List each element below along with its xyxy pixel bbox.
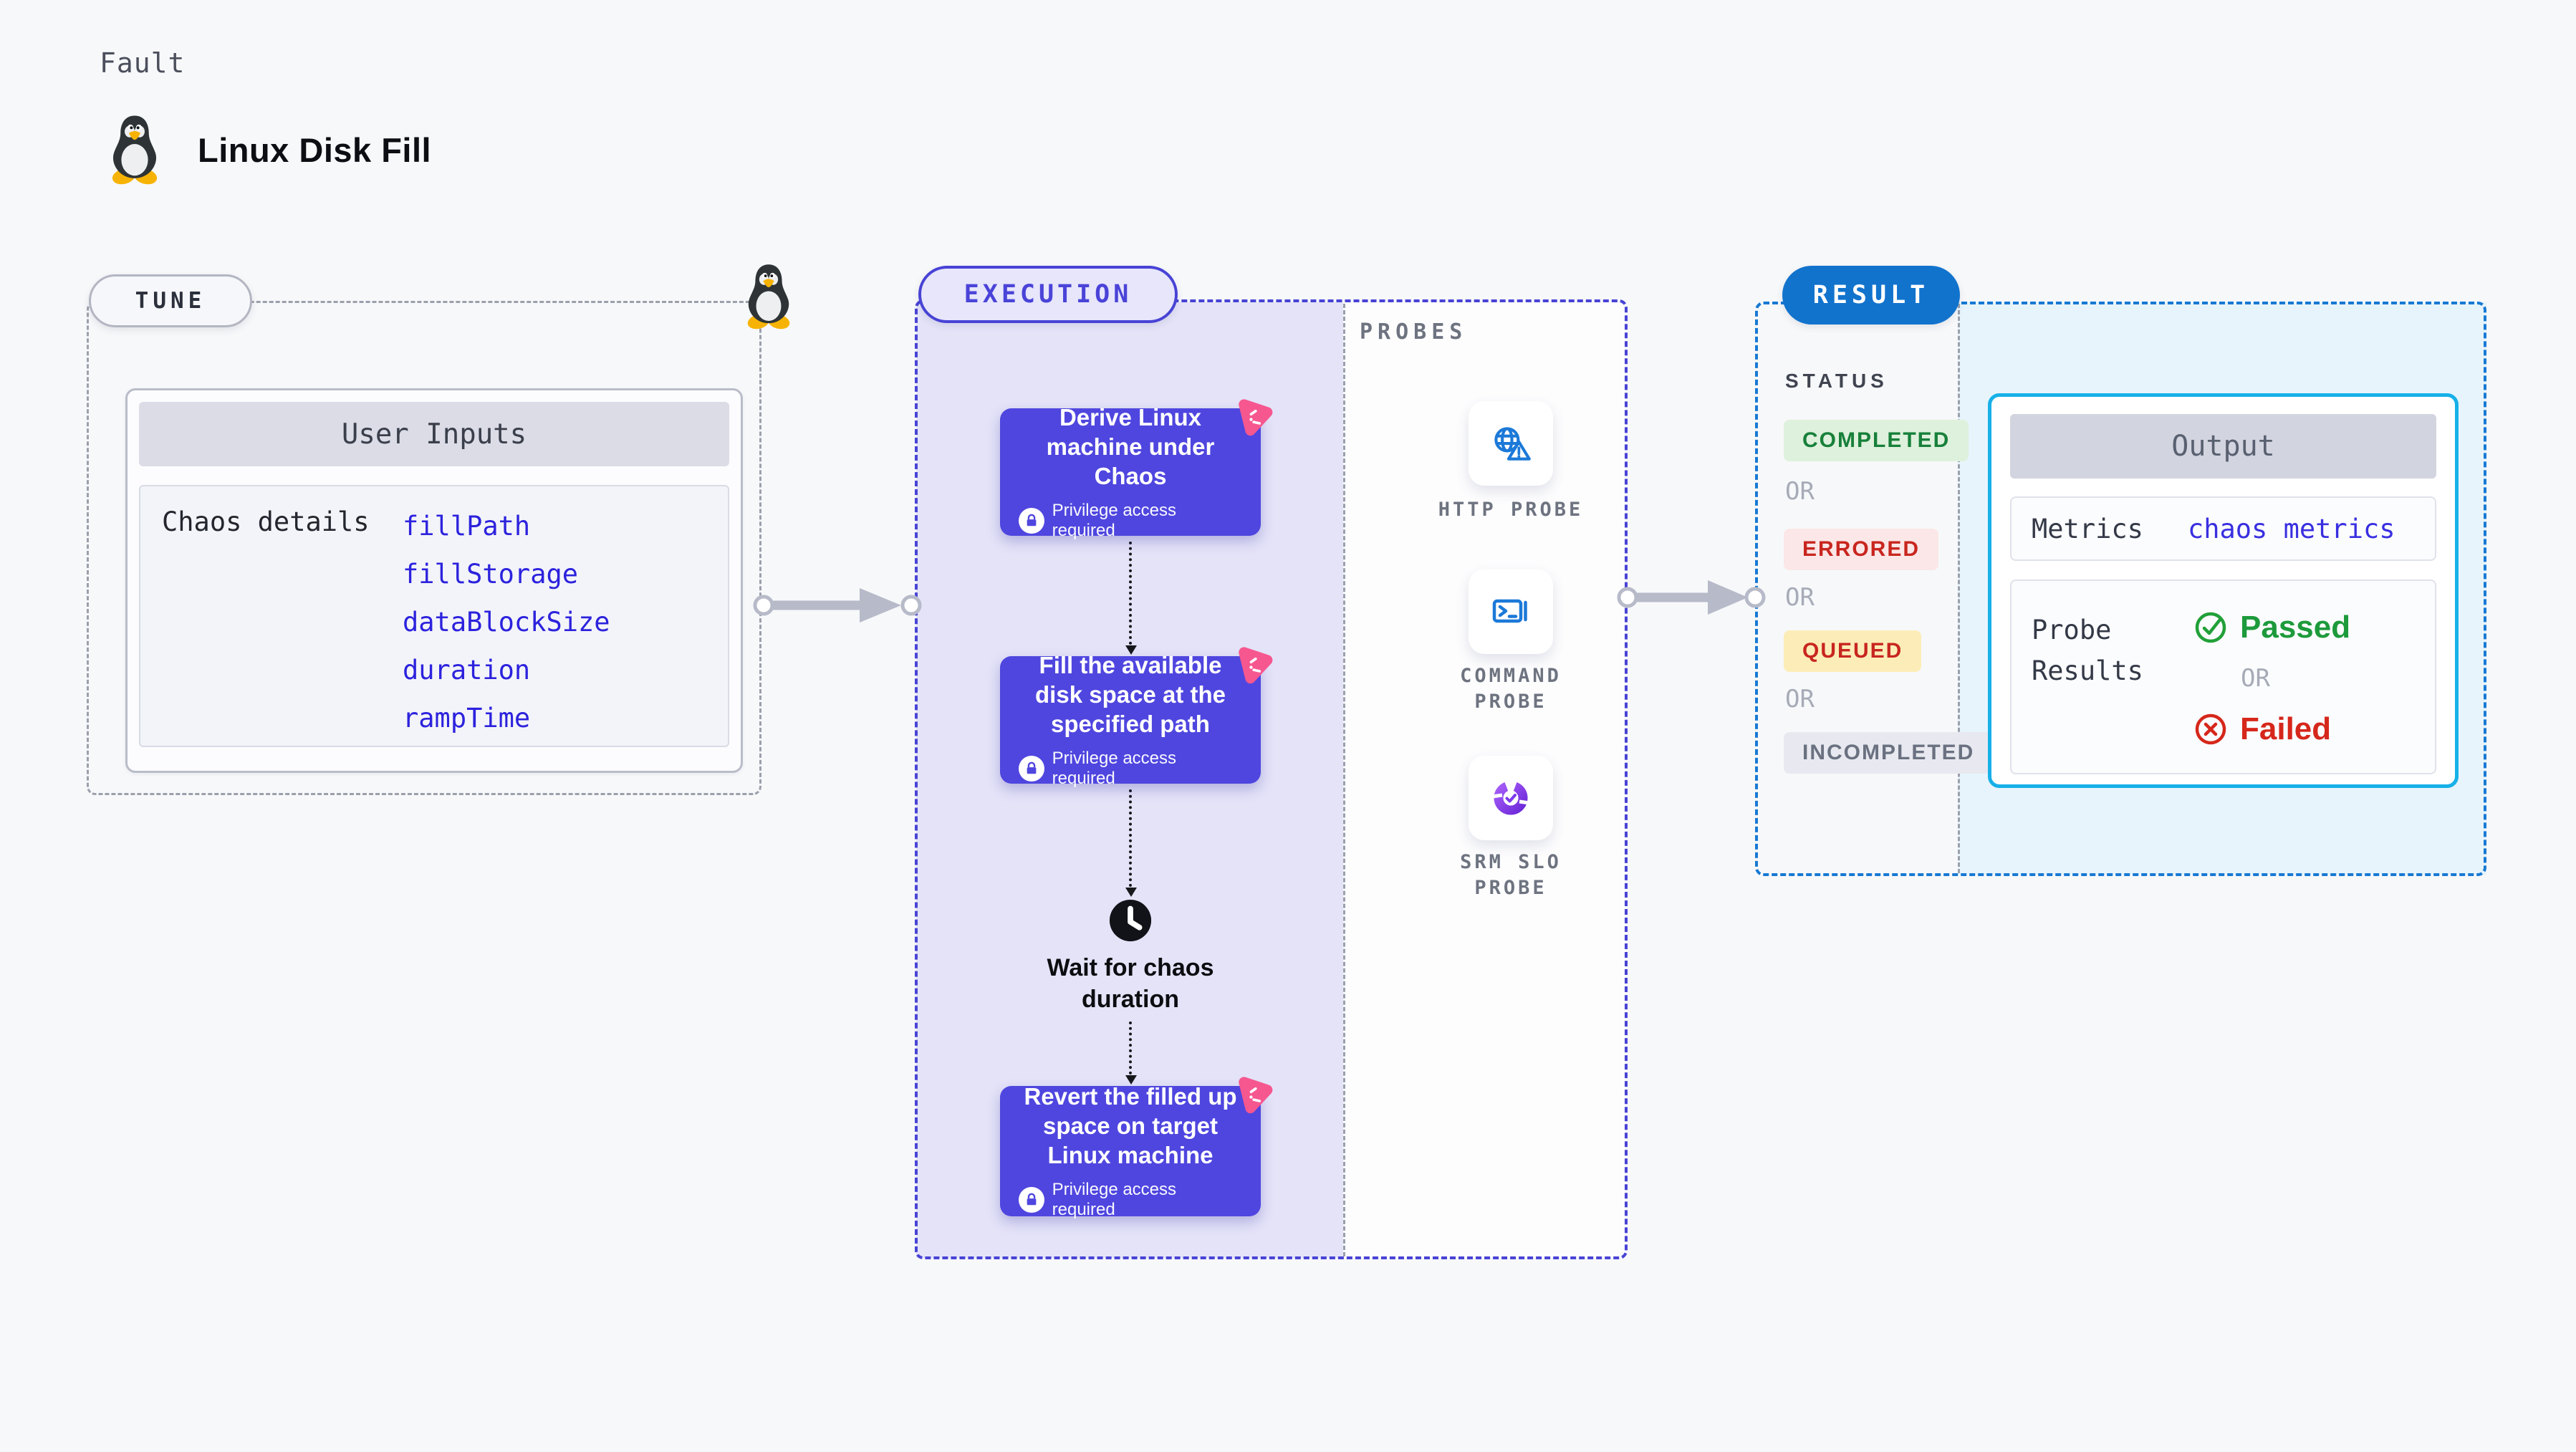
tux-penguin-icon (110, 115, 159, 185)
output-or-separator: OR (2241, 664, 2270, 693)
metrics-row: Metrics chaos metrics (2010, 496, 2436, 561)
result-badge: RESULT (1782, 266, 1960, 324)
fault-kicker: Fault (100, 47, 186, 79)
slo-donut-icon (1491, 779, 1530, 815)
step-derive-machine: Derive Linux machine under Chaos Privile… (1000, 408, 1261, 540)
check-circle-icon (2195, 612, 2226, 643)
failed-row: Failed (2193, 711, 2350, 747)
chaos-fault-icon (1234, 643, 1275, 685)
tune-badge: TUNE (89, 274, 252, 327)
lock-icon (1019, 507, 1044, 534)
step-fill-disk: Fill the available disk space at the spe… (1000, 656, 1261, 788)
command-probe-label: COMMAND PROBE (1460, 665, 1562, 713)
status-or-separator: OR (1785, 685, 1815, 713)
flow-connector (1125, 1021, 1137, 1085)
privilege-note: Privilege access required (1019, 749, 1242, 789)
status-badge-queued: QUEUED (1784, 630, 1922, 672)
tune-to-execution-arrow (753, 588, 922, 622)
probe-results-values: Passed OR Failed (2193, 610, 2350, 773)
terminal-icon (1492, 599, 1527, 623)
status-badge-incompleted: INCOMPLETED (1784, 732, 1994, 774)
user-inputs-card: User Inputs Chaos details fillPath fillS… (125, 388, 743, 773)
http-probe-label: HTTP PROBE (1438, 499, 1584, 521)
x-circle-icon (2195, 713, 2226, 745)
step-title: Fill the available disk space at the spe… (1035, 652, 1226, 737)
probes-label: PROBES (1360, 319, 1468, 345)
srm-slo-probe-card (1469, 756, 1553, 840)
execution-probes-divider (1343, 304, 1345, 1256)
passed-row: Passed (2193, 610, 2350, 645)
user-inputs-header: User Inputs (139, 402, 729, 466)
lock-icon (1019, 755, 1044, 782)
probes-to-result-arrow (1617, 580, 1766, 615)
tune-section (87, 301, 761, 795)
status-badge-completed: COMPLETED (1784, 420, 1969, 461)
input-link-datablocksize[interactable]: dataBlockSize (403, 607, 610, 638)
execution-badge: EXECUTION (918, 266, 1178, 323)
page-title: Linux Disk Fill (198, 131, 432, 169)
chaos-details-label: Chaos details (162, 506, 370, 537)
chaos-fault-icon (1234, 395, 1275, 437)
chaos-metrics-link[interactable]: chaos metrics (2187, 513, 2395, 544)
user-inputs-body: Chaos details fillPath fillStorage dataB… (139, 485, 729, 747)
passed-label: Passed (2240, 610, 2351, 645)
failed-label: Failed (2240, 711, 2332, 746)
chaos-input-links: fillPath fillStorage dataBlockSize durat… (403, 502, 610, 742)
probe-results-label: Probe Results (2032, 615, 2143, 687)
step-revert-space: Revert the filled up space on target Lin… (1000, 1086, 1261, 1219)
output-header: Output (2010, 414, 2436, 479)
status-output-divider (1958, 304, 1960, 873)
chaos-fault-icon (1234, 1073, 1275, 1115)
wait-duration-label: Wait for chaos duration (1047, 954, 1214, 1013)
status-or-separator: OR (1785, 583, 1815, 612)
input-link-ramptime[interactable]: rampTime (403, 703, 531, 734)
execution-section (915, 299, 1628, 1259)
clock-icon (1109, 899, 1152, 942)
privilege-note-text: Privilege access required (1052, 748, 1177, 788)
input-link-duration[interactable]: duration (403, 655, 531, 686)
privilege-note: Privilege access required (1019, 1180, 1242, 1220)
privilege-note-text: Privilege access required (1052, 1179, 1177, 1219)
input-link-fillstorage[interactable]: fillStorage (403, 559, 579, 590)
probe-results-row: Probe Results Passed OR Failed (2010, 580, 2436, 774)
status-badge-errored: ERRORED (1784, 529, 1939, 570)
globe-alert-icon (1494, 427, 1531, 461)
privilege-note: Privilege access required (1019, 501, 1242, 541)
metrics-label: Metrics (2032, 513, 2143, 544)
flow-connector (1125, 789, 1137, 897)
srm-slo-probe-label: SRM SLO PROBE (1460, 851, 1562, 900)
step-title: Revert the filled up space on target Lin… (1024, 1083, 1237, 1168)
input-link-fillpath[interactable]: fillPath (403, 511, 531, 542)
status-label: STATUS (1785, 370, 1888, 392)
privilege-note-text: Privilege access required (1052, 500, 1177, 540)
flow-connector (1125, 542, 1137, 655)
step-title: Derive Linux machine under Chaos (1046, 404, 1215, 489)
http-probe-card (1469, 401, 1553, 486)
tux-penguin-icon (746, 264, 792, 330)
status-or-separator: OR (1785, 477, 1815, 506)
lock-icon (1019, 1186, 1044, 1213)
output-card: Output Metrics chaos metrics Probe Resul… (1988, 393, 2459, 788)
command-probe-card (1469, 569, 1553, 654)
